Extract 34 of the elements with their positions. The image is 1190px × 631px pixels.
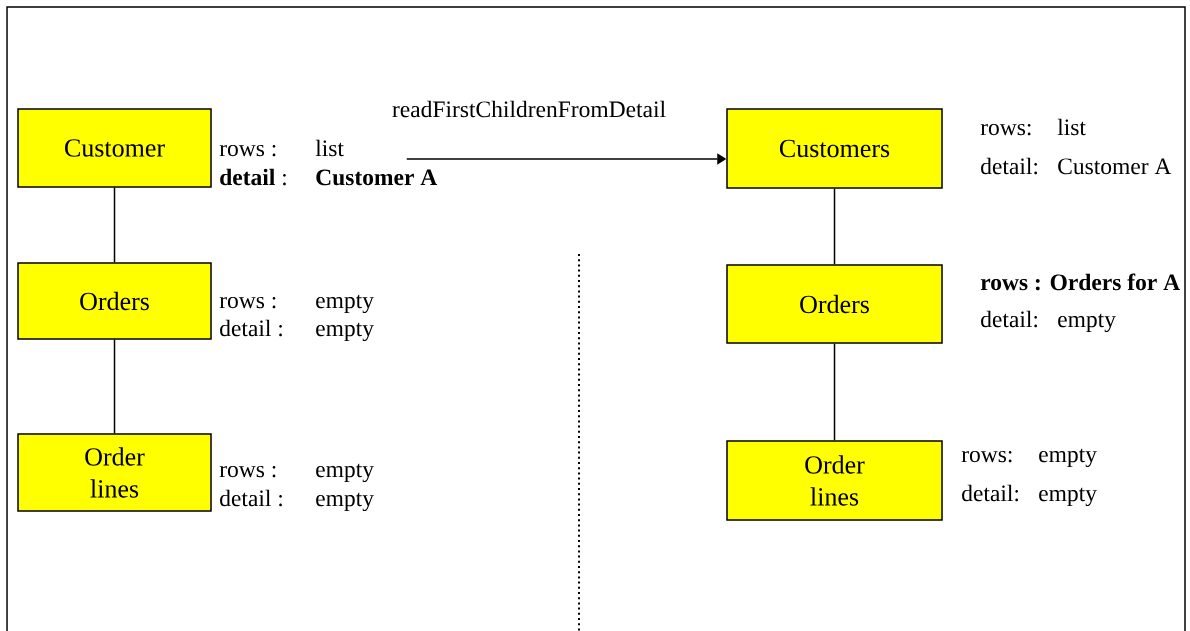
entity-box: Order lines [17,433,212,512]
property-name: rows : [219,296,276,309]
connector-line [113,339,116,434]
property-value: empty [316,322,374,342]
connector-line [833,343,836,441]
entity-box: Orders [726,264,943,344]
property-name: detail : [220,319,282,337]
property-name: rows : [219,144,276,157]
property-name: rows : [219,465,276,478]
property-name: detail: [981,310,1038,328]
connector-line [833,188,836,265]
property-name: detail : [220,168,286,186]
property-value: empty [316,463,374,483]
property-value: empty [316,492,374,512]
property-value: empty [1039,487,1097,507]
property-name: detail: [981,157,1038,175]
entity-box: Customers [726,108,943,189]
entity-box: Order lines [726,440,943,521]
connector-line [113,187,116,263]
property-value: empty [1039,448,1097,468]
property-name: detail: [962,484,1019,502]
edge-label: readFirstChildrenFromDetail [392,100,666,118]
property-value: empty [1058,313,1116,333]
property-value: list [315,139,344,157]
property-value: Customer A [316,169,438,186]
property-value: empty [316,294,374,314]
entity-box: Customer [17,108,212,188]
property-name: rows: [961,450,1012,463]
property-text: rows : Orders for A [980,273,1180,291]
property-value: Customer A [1058,158,1172,175]
property-name: rows: [980,123,1031,136]
entity-box: Orders [17,262,212,340]
property-value: list [1057,118,1086,136]
property-name: detail : [220,489,282,507]
